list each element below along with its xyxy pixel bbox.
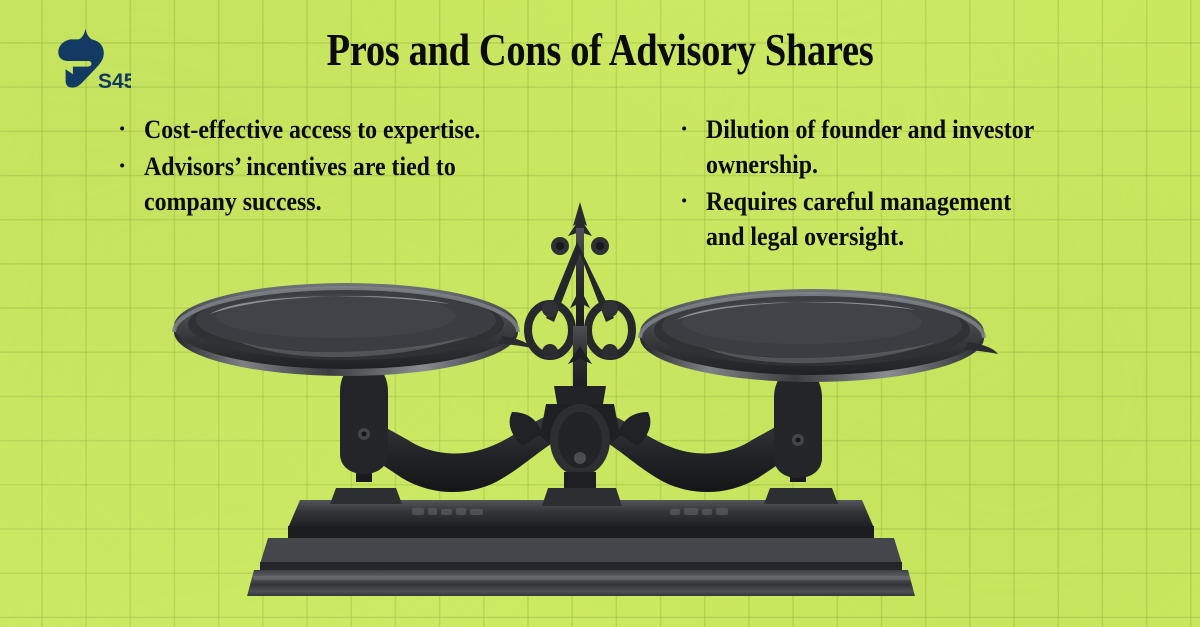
scale-pan-right <box>638 289 998 482</box>
scale-base <box>247 488 915 596</box>
list-item: · Requires careful management and legal … <box>680 184 1080 254</box>
cons-item-text: Requires careful management and legal ov… <box>706 186 1012 251</box>
pros-item-text: Advisors’ incentives are tied to company… <box>144 151 456 216</box>
pros-list: · Cost-effective access to expertise. · … <box>118 112 548 221</box>
bullet-marker: · <box>680 116 689 143</box>
list-item: · Cost-effective access to expertise. <box>118 112 548 147</box>
cons-list: · Dilution of founder and investor owner… <box>680 112 1080 256</box>
pros-item-text: Cost-effective access to expertise. <box>144 114 481 144</box>
scale-pan-left <box>172 283 532 482</box>
list-item: · Dilution of founder and investor owner… <box>680 112 1080 182</box>
list-item: · Advisors’ incentives are tied to compa… <box>118 149 548 219</box>
bullet-marker: · <box>118 153 127 180</box>
logo-wordmark: S45 <box>98 70 131 92</box>
balance-scale-illustration <box>172 202 998 596</box>
cons-item-text: Dilution of founder and investor ownersh… <box>706 114 1034 179</box>
scale-finial <box>524 202 636 410</box>
page-title: Pros and Cons of Advisory Shares <box>326 25 874 75</box>
brand-logo[interactable]: S45 <box>41 26 131 92</box>
sparkle-swoosh-icon: S45 <box>58 28 131 92</box>
bullet-marker: · <box>680 188 689 215</box>
bullet-marker: · <box>118 116 127 143</box>
